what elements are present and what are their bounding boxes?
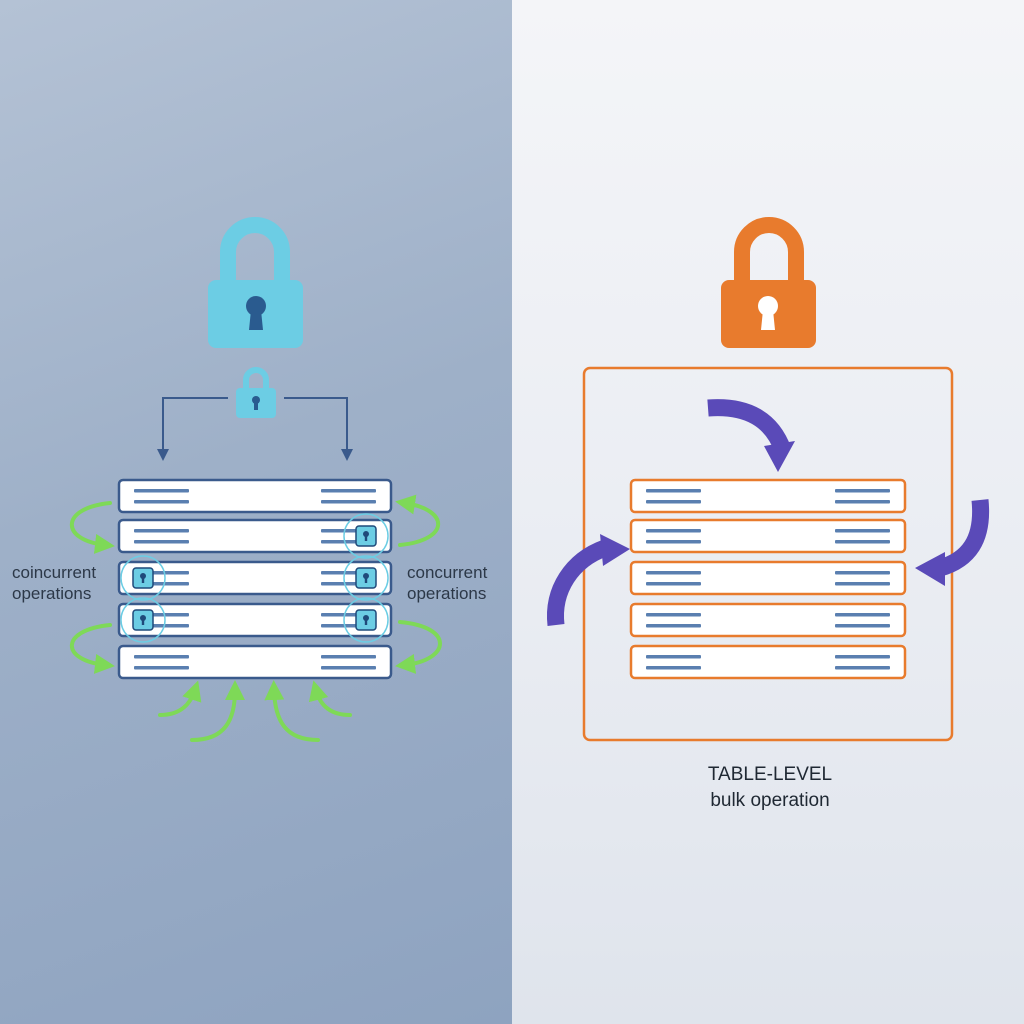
table-row <box>629 644 907 680</box>
large-blue-lock-icon <box>208 217 303 348</box>
table-row <box>117 602 393 638</box>
table-row <box>117 560 393 596</box>
flow-arrow <box>69 501 115 554</box>
label-line: operations <box>12 584 92 603</box>
row-lock-icon <box>120 555 166 601</box>
concurrent-flow-arrows <box>69 494 442 742</box>
table-row <box>117 644 393 680</box>
large-orange-lock-icon <box>721 217 816 348</box>
table-row <box>629 478 907 514</box>
table-row <box>629 602 907 638</box>
label-line: concurrent <box>407 563 488 582</box>
concurrent-operations-label-left: coincurrent operations <box>12 562 96 604</box>
flow-arrow <box>158 680 202 717</box>
label-line: TABLE-LEVEL <box>707 764 833 785</box>
row-stack-right <box>629 478 907 680</box>
row-stack-left <box>117 478 393 680</box>
row-lock-icon <box>343 513 389 559</box>
flow-arrow <box>190 680 245 742</box>
label-line: operations <box>407 584 487 603</box>
flow-arrow <box>264 680 320 742</box>
flow-arrow <box>395 494 441 547</box>
concurrent-operations-label-right: concurrent operations <box>407 562 487 604</box>
flow-arrow <box>69 623 115 674</box>
flow-arrow <box>395 620 442 674</box>
bulk-arrow <box>707 399 795 472</box>
label-line: coincurrent <box>12 563 97 582</box>
table-row <box>117 518 393 554</box>
row-lock-icon <box>343 597 389 643</box>
table-row <box>629 560 907 596</box>
lock-distribution-connector <box>157 397 353 461</box>
label-line: bulk operation <box>710 790 830 811</box>
row-locks-left <box>120 513 389 643</box>
bulk-operation-arrows <box>547 399 990 626</box>
table-row <box>117 478 393 514</box>
table-row <box>629 518 907 554</box>
small-blue-lock-icon <box>236 367 276 418</box>
flow-arrow <box>308 680 352 717</box>
table-level-bulk-label: TABLE-LEVEL bulk operation <box>600 762 940 814</box>
bulk-arrow <box>915 499 990 586</box>
row-lock-icon <box>343 555 389 601</box>
row-lock-icon <box>120 597 166 643</box>
bulk-arrow <box>547 534 630 626</box>
